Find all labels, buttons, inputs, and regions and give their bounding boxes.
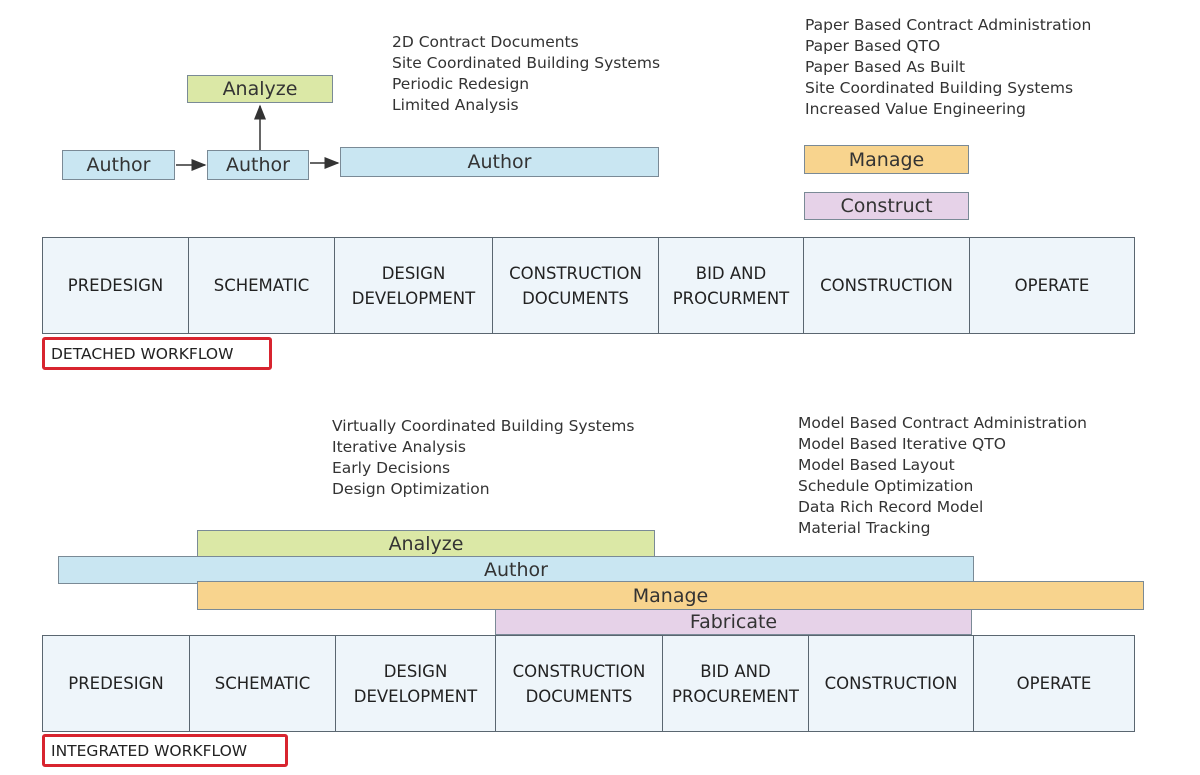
detached-construction-notes: Paper Based Contract Administration Pape… (805, 15, 1091, 120)
note-line: Schedule Optimization (798, 477, 974, 495)
phase-label: PREDESIGN (68, 674, 164, 693)
detached-construct-bar: Construct (804, 192, 969, 220)
detached-author-bar-3: Author (340, 147, 659, 177)
phase-label: BID AND (700, 661, 771, 681)
phase-label: DESIGN (383, 661, 448, 681)
phase-label: PROCUREMENT (672, 686, 799, 706)
phase-label: DEVELOPMENT (353, 686, 478, 706)
phase-label: DESIGN (381, 263, 446, 283)
phase-label: SCHEMATIC (214, 674, 311, 693)
note-line: Model Based Contract Administration (798, 414, 1087, 432)
phase-bid-procurement: BID AND PROCUREMENT (663, 636, 809, 731)
note-line: Iterative Analysis (332, 438, 466, 456)
phase-label: OPERATE (1014, 276, 1090, 295)
integrated-workflow-label: INTEGRATED WORKFLOW (42, 734, 288, 767)
phase-construction-documents: CONSTRUCTION DOCUMENTS (496, 636, 663, 731)
note-line: Site Coordinated Building Systems (805, 79, 1074, 97)
phase-operate: OPERATE (970, 238, 1134, 333)
phase-label: CONSTRUCTION (512, 661, 646, 681)
note-line: Model Based Layout (798, 456, 955, 474)
phase-label: CONSTRUCTION (824, 674, 958, 693)
note-line: Increased Value Engineering (805, 100, 1026, 118)
detached-phase-strip: PREDESIGN SCHEMATIC DESIGN DEVELOPMENT C… (42, 237, 1135, 334)
phase-construction: CONSTRUCTION (809, 636, 974, 731)
phase-predesign: PREDESIGN (43, 238, 189, 333)
note-line: Model Based Iterative QTO (798, 435, 1006, 453)
note-line: Site Coordinated Building Systems (392, 54, 661, 72)
phase-label: PROCURMENT (672, 288, 790, 308)
note-line: Paper Based As Built (805, 58, 966, 76)
detached-author-bar-2: Author (207, 150, 309, 180)
detached-workflow-label: DETACHED WORKFLOW (42, 337, 272, 370)
phase-schematic: SCHEMATIC (189, 238, 335, 333)
integrated-fabricate-bar: Fabricate (495, 609, 972, 635)
phase-construction-documents: CONSTRUCTION DOCUMENTS (493, 238, 659, 333)
phase-label: BID AND (695, 263, 767, 283)
note-line: Virtually Coordinated Building Systems (332, 417, 635, 435)
integrated-analyze-bar: Analyze (197, 530, 655, 557)
phase-operate: OPERATE (974, 636, 1134, 731)
phase-label: DEVELOPMENT (351, 288, 476, 308)
phase-predesign: PREDESIGN (43, 636, 190, 731)
integrated-phase-strip: PREDESIGN SCHEMATIC DESIGN DEVELOPMENT C… (42, 635, 1135, 732)
phase-label: CONSTRUCTION (509, 263, 642, 283)
note-line: Limited Analysis (392, 96, 519, 114)
detached-manage-bar: Manage (804, 145, 969, 174)
note-line: Paper Based QTO (805, 37, 941, 55)
note-line: Material Tracking (798, 519, 931, 537)
integrated-manage-bar: Manage (197, 581, 1144, 610)
integrated-construction-notes: Model Based Contract Administration Mode… (798, 413, 1087, 539)
note-line: Paper Based Contract Administration (805, 16, 1092, 34)
phase-label: OPERATE (1016, 674, 1092, 693)
phase-schematic: SCHEMATIC (190, 636, 336, 731)
phase-label: DOCUMENTS (525, 686, 633, 706)
note-line: Early Decisions (332, 459, 451, 477)
phase-label: SCHEMATIC (213, 276, 310, 295)
phase-construction: CONSTRUCTION (804, 238, 970, 333)
phase-label: PREDESIGN (67, 276, 164, 295)
phase-design-development: DESIGN DEVELOPMENT (336, 636, 496, 731)
note-line: Periodic Redesign (392, 75, 530, 93)
phase-label: CONSTRUCTION (820, 276, 953, 295)
detached-design-notes: 2D Contract Documents Site Coordinated B… (392, 32, 660, 116)
detached-author-bar-1: Author (62, 150, 175, 180)
detached-analyze-bar: Analyze (187, 75, 333, 103)
note-line: Design Optimization (332, 480, 490, 498)
phase-bid-procurement: BID AND PROCURMENT (659, 238, 804, 333)
integrated-author-bar: Author (58, 556, 974, 584)
phase-design-development: DESIGN DEVELOPMENT (335, 238, 493, 333)
phase-label: DOCUMENTS (522, 288, 629, 308)
note-line: 2D Contract Documents (392, 33, 579, 51)
note-line: Data Rich Record Model (798, 498, 984, 516)
integrated-design-notes: Virtually Coordinated Building Systems I… (332, 416, 634, 500)
